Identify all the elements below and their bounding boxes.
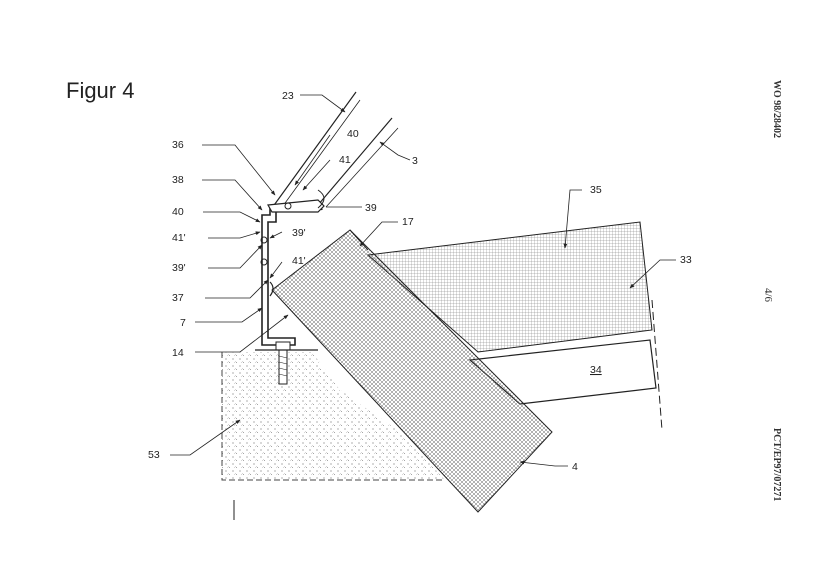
label-40-side: 40 [172,206,184,218]
roof-line-3 [317,117,393,206]
label-4: 4 [572,461,578,473]
label-41-prime-right: 41' [292,255,306,267]
label-41-prime: 41' [172,232,186,244]
anchor-bolt [275,341,291,351]
label-17: 17 [402,216,414,228]
label-35: 35 [590,184,602,196]
leader-lines [170,94,676,467]
insulation-block [366,221,653,353]
label-23: 23 [282,90,294,102]
label-3: 3 [412,155,418,167]
roof-line-23 [271,91,357,209]
diagonal-beam [271,229,553,513]
label-33: 33 [680,254,692,266]
label-7: 7 [180,317,186,329]
label-34: 34 [590,364,602,376]
label-39-prime-right: 39' [292,227,306,239]
label-14: 14 [172,347,184,359]
label-37: 37 [172,292,184,304]
label-39: 39 [365,202,377,214]
label-39-prime-left: 39' [172,262,186,274]
concrete-outline [221,352,445,481]
label-40-top: 40 [347,128,359,140]
label-41-top: 41 [339,154,351,166]
label-38: 38 [172,174,184,186]
concrete-base [222,352,445,480]
figure-title: Figur 4 [66,78,135,103]
label-53: 53 [148,449,160,461]
label-36: 36 [172,139,184,151]
